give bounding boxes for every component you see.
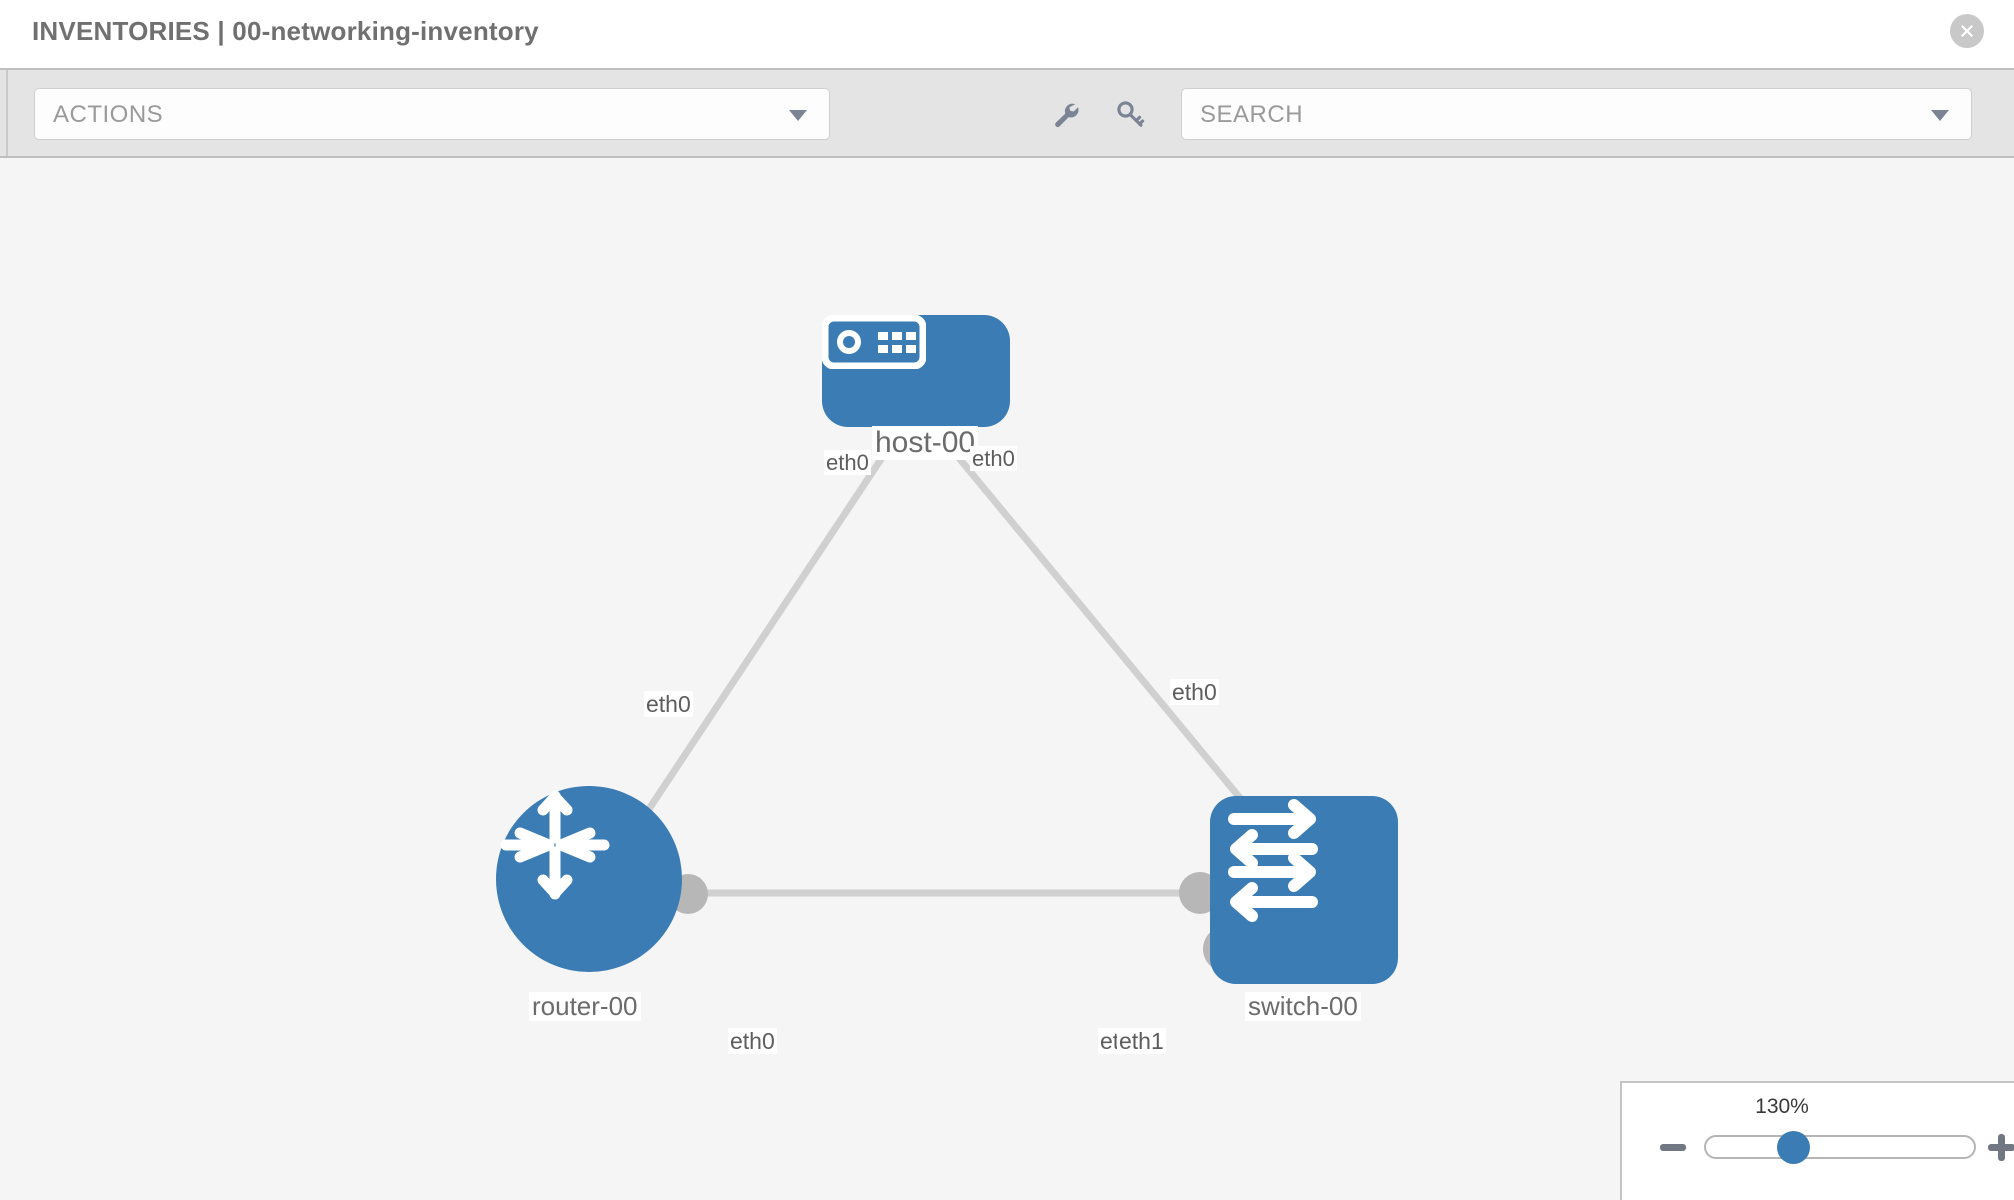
zoom-out-button[interactable] [1660,1144,1686,1151]
close-button[interactable] [1950,14,1984,48]
key-icon[interactable] [1113,98,1147,132]
wrench-icon[interactable] [1049,98,1083,132]
search-placeholder: SEARCH [1200,101,1304,128]
topology-canvas[interactable]: host-00 router-00 switch-00 eth0 eth0 et… [0,158,2014,1200]
edge-label-router-right: eth0 [728,1028,777,1055]
zoom-slider-thumb[interactable] [1777,1131,1810,1164]
zoom-slider-track[interactable] [1704,1135,1976,1159]
actions-dropdown-label: ACTIONS [53,101,164,128]
toolbar: ACTIONS SEARCH [0,68,2014,158]
node-host-00[interactable] [822,315,1010,427]
edge-label-host-right: eth0 [970,446,1017,472]
chevron-down-icon [789,110,807,121]
zoom-in-button[interactable] [1988,1134,2014,1161]
close-icon [1956,20,1978,42]
node-label-router-00: router-00 [529,992,641,1022]
page-title: INVENTORIES | 00-networking-inventory [32,16,539,46]
search-input[interactable]: SEARCH [1181,88,1972,140]
page-header: INVENTORIES | 00-networking-inventory [0,0,2014,68]
toolbar-left-edge [0,70,8,156]
edge-label-router-up: eth0 [644,691,693,718]
node-label-host-00: host-00 [872,426,979,460]
edge-label-host-left: eth0 [824,450,871,476]
link-host-switch [927,420,1243,801]
chevron-down-icon [1931,110,1949,121]
edge-label-switch-left: eth1 [1117,1028,1166,1055]
zoom-percent-label: 130% [1755,1095,1809,1118]
topology-links [587,420,1243,900]
node-router-00[interactable] [496,786,682,972]
node-label-switch-00: switch-00 [1245,992,1361,1022]
zoom-control-panel: 130% [1620,1081,2014,1200]
node-switch-00[interactable] [1210,796,1398,984]
edge-label-switch-up: eth0 [1170,679,1219,706]
actions-dropdown[interactable]: ACTIONS [34,88,830,140]
